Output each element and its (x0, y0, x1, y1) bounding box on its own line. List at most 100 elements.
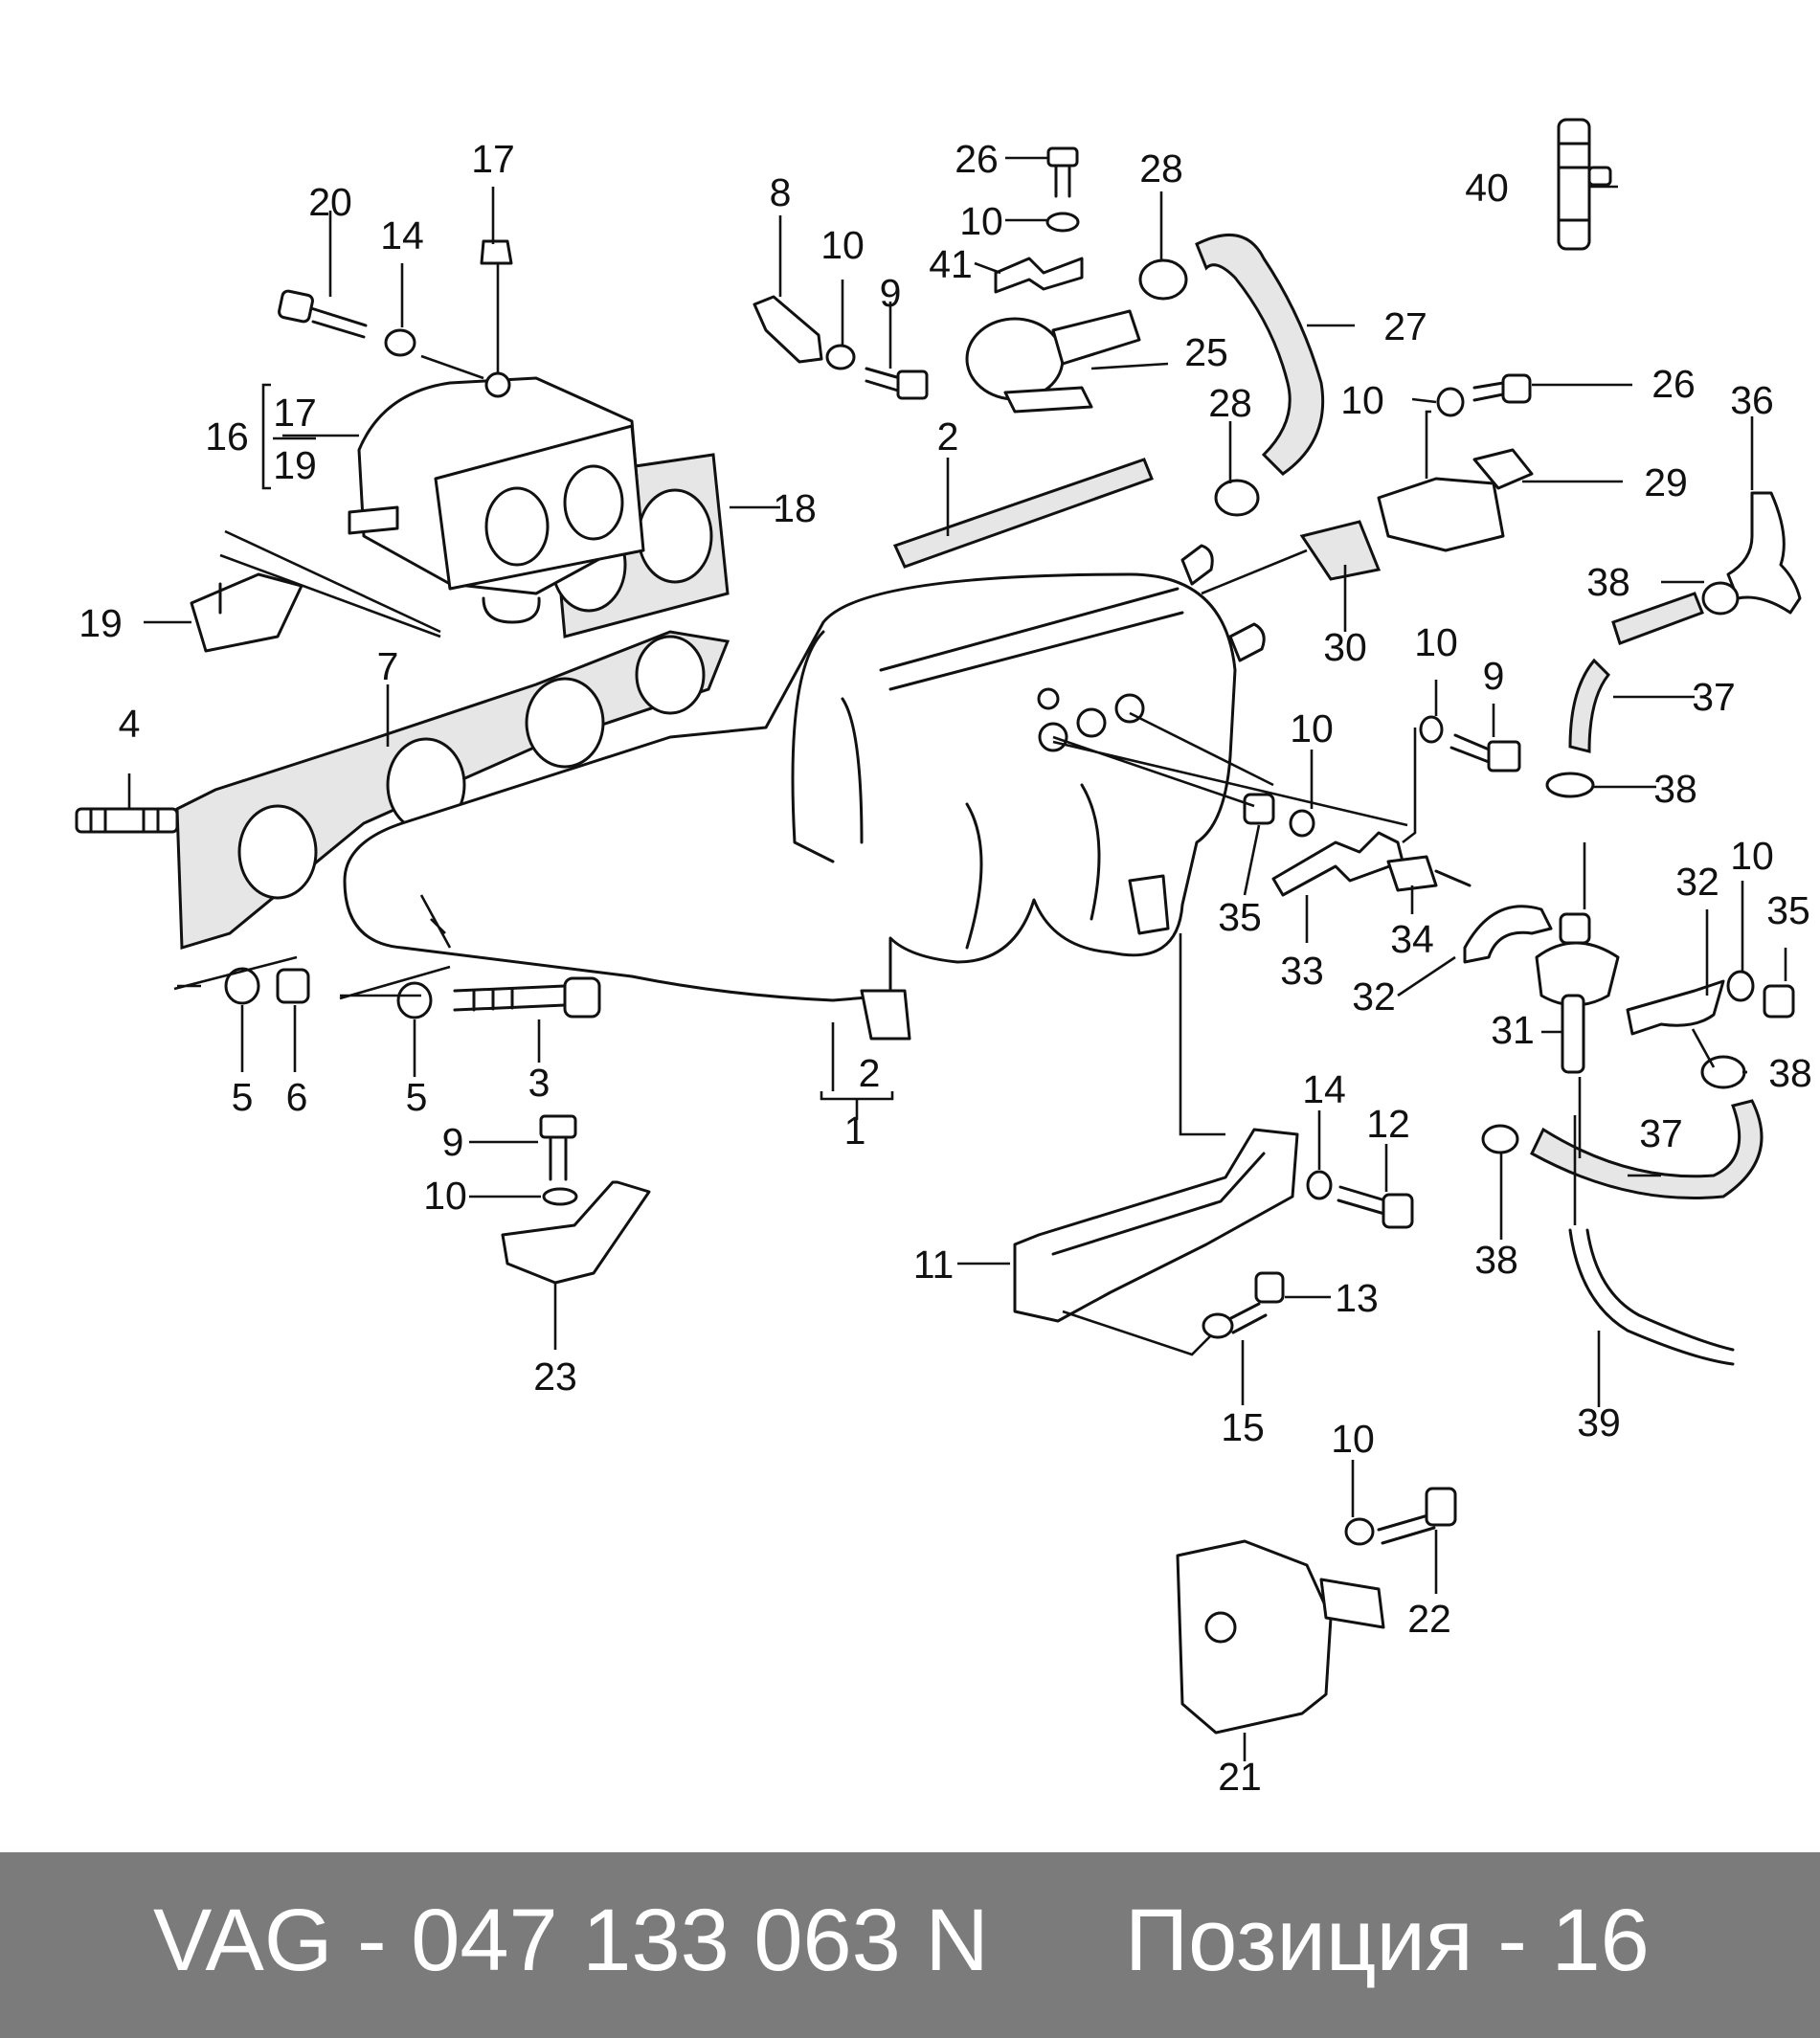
callout-18: 18 (773, 486, 817, 530)
callout-16-sub-19: 19 (273, 443, 317, 487)
clamp-32-left (1463, 905, 1553, 964)
bolt-13 (1224, 1271, 1285, 1334)
callout-5-a: 5 (232, 1075, 254, 1119)
bracket-33 (1271, 831, 1404, 897)
callout-13: 13 (1335, 1276, 1379, 1320)
bolt-9-top (865, 367, 929, 400)
callout-36: 36 (1730, 378, 1774, 422)
elbow-36 (1726, 491, 1802, 615)
nut-6 (276, 968, 310, 1004)
callout-10-g: 10 (423, 1174, 467, 1218)
callout-10-e: 10 (1290, 706, 1334, 750)
callout-labels: 17 20 14 16 17 19 18 19 4 7 8 10 9 2 26 … (79, 137, 1812, 1799)
bolt-20 (278, 289, 368, 339)
washer-10-r3 (1726, 970, 1755, 1002)
screw-26-top (1046, 146, 1079, 198)
callout-37-a: 37 (1692, 675, 1736, 719)
washer-5-left (224, 967, 260, 1005)
footer-bar: VAG - 047 133 063 N Позиция - 16 (0, 1852, 1820, 2038)
callout-38-b: 38 (1653, 767, 1697, 811)
callout-1: 1 (844, 1109, 866, 1153)
gasket-30 (1299, 520, 1382, 581)
clip-38-d (1481, 1124, 1519, 1154)
washer-14-lower (1306, 1170, 1333, 1200)
callout-28-b: 28 (1208, 381, 1252, 425)
hose-37-bottom (1530, 1099, 1764, 1200)
callout-35-a: 35 (1218, 895, 1262, 939)
callout-38-d: 38 (1474, 1238, 1518, 1282)
valve-25 (965, 309, 1141, 414)
callout-38-c: 38 (1768, 1051, 1812, 1095)
callout-26-b: 26 (1651, 362, 1696, 406)
callout-5-b: 5 (406, 1075, 428, 1119)
washer-10-left-35 (1289, 809, 1315, 838)
callout-41: 41 (929, 242, 973, 286)
stud-4 (75, 807, 179, 834)
clip-38-b (1545, 772, 1595, 798)
callout-4: 4 (119, 702, 141, 746)
callout-14-b: 14 (1302, 1067, 1346, 1111)
clip-38-c (1700, 1055, 1746, 1089)
callout-11: 11 (913, 1243, 955, 1287)
callout-14: 14 (380, 213, 424, 258)
callout-39: 39 (1577, 1400, 1621, 1445)
callout-10-b: 10 (959, 199, 1003, 243)
callout-29: 29 (1644, 460, 1688, 504)
callout-2-manifold: 2 (859, 1051, 881, 1095)
callout-21: 21 (1218, 1755, 1262, 1799)
callout-32-a: 32 (1352, 974, 1396, 1019)
bracket-11 (1013, 1128, 1299, 1323)
porsche-badge-2 (892, 458, 1154, 569)
callout-19: 19 (79, 601, 123, 645)
callout-10-a: 10 (820, 223, 865, 267)
fitting-40 (1557, 118, 1612, 251)
callout-10-c: 10 (1340, 378, 1384, 422)
valve-29 (1377, 448, 1534, 552)
regulator-31 (1535, 912, 1620, 1074)
callout-9-b: 9 (1483, 654, 1505, 698)
bolt-12 (1337, 1185, 1414, 1229)
nut-17 (480, 239, 513, 265)
callout-17: 17 (471, 137, 515, 181)
washer-10-top (825, 344, 856, 370)
bracket-8 (753, 295, 823, 364)
intake-manifold-1 (343, 544, 1266, 1041)
callout-33: 33 (1280, 949, 1324, 993)
callout-20: 20 (308, 180, 352, 224)
nut-35-left (1243, 793, 1275, 825)
callout-23: 23 (533, 1355, 577, 1399)
hose-37-top (1568, 658, 1611, 753)
callout-12: 12 (1366, 1102, 1410, 1146)
callout-10-h: 10 (1331, 1417, 1375, 1461)
nut-35-right (1763, 984, 1795, 1019)
callout-22: 22 (1407, 1597, 1451, 1641)
screw-26-right (1472, 373, 1532, 404)
part-number: VAG - 047 133 063 N (153, 1892, 989, 1989)
washer-15 (1202, 1312, 1234, 1339)
callout-31: 31 (1491, 1008, 1535, 1052)
clip-28-mid (1214, 479, 1260, 517)
hose-27 (1195, 233, 1325, 476)
callout-6: 6 (286, 1075, 308, 1119)
washer-10-lower (542, 1187, 578, 1206)
callout-37-b: 37 (1639, 1111, 1683, 1155)
washer-10-right-2 (1419, 715, 1444, 744)
hose-39 (1568, 1228, 1735, 1366)
callout-27: 27 (1383, 304, 1427, 348)
callout-30: 30 (1323, 625, 1367, 669)
throttle-body-16 (348, 371, 645, 624)
washer-10-right (1436, 387, 1465, 417)
callout-16: 16 (205, 414, 249, 459)
washer-14 (384, 328, 416, 357)
callout-2-badge: 2 (937, 414, 959, 459)
callout-35-b: 35 (1766, 888, 1810, 932)
callout-28-a: 28 (1139, 146, 1183, 190)
bracket-23 (501, 1180, 651, 1285)
control-unit-21 (1176, 1539, 1385, 1735)
hose-38-upper (1611, 581, 1740, 645)
callout-32-b: 32 (1675, 860, 1719, 904)
callout-9-c: 9 (442, 1120, 464, 1164)
clip-28-top (1138, 258, 1188, 301)
washer-10-bottom (1344, 1517, 1375, 1546)
callout-10-f: 10 (1730, 834, 1774, 878)
